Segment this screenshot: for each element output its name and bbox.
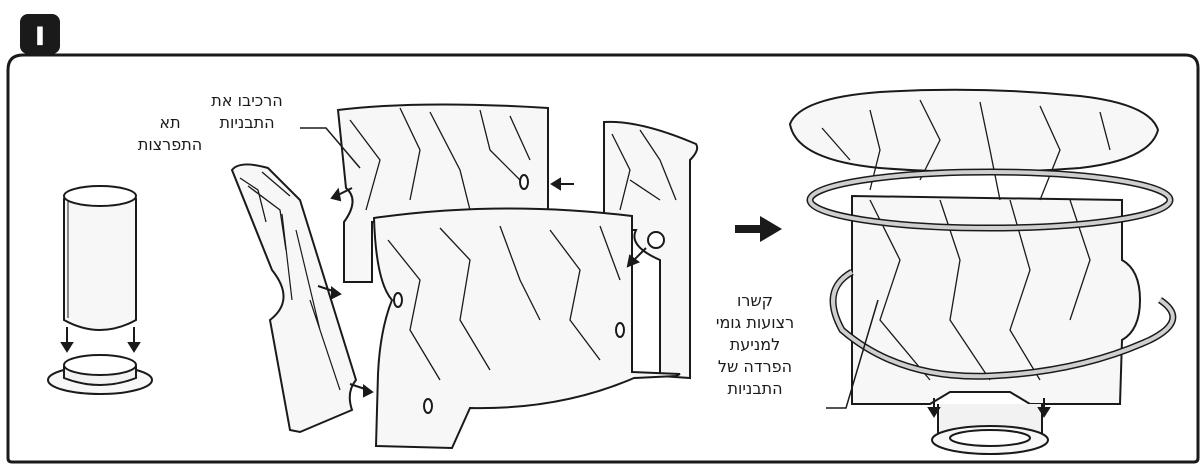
burst-chamber-illustration [64,186,136,330]
right-arrow-icon [735,216,782,242]
burst-chamber-label-line2: התפרצות [125,134,215,156]
rubber-label-line5: התבניות [690,378,820,400]
rubber-label-line1: קשרו [690,290,820,312]
chamber-base-illustration [48,355,152,394]
assemble-label-line1: הרכיבו את [182,90,312,112]
rubber-label-line2: רצועות גומי [690,312,820,334]
mold-panel-left [232,164,356,432]
rubber-bands-label: קשרו רצועות גומי למניעת הפרדה של התבניות [690,290,820,400]
assembled-mold-illustration [790,90,1158,454]
rubber-label-line4: הפרדה של [690,356,820,378]
mold-panel-front [374,208,680,448]
rubber-label-line3: למניעת [690,334,820,356]
assemble-molds-label: הרכיבו את התבניות [182,90,312,134]
assemble-label-line2: התבניות [182,112,312,134]
